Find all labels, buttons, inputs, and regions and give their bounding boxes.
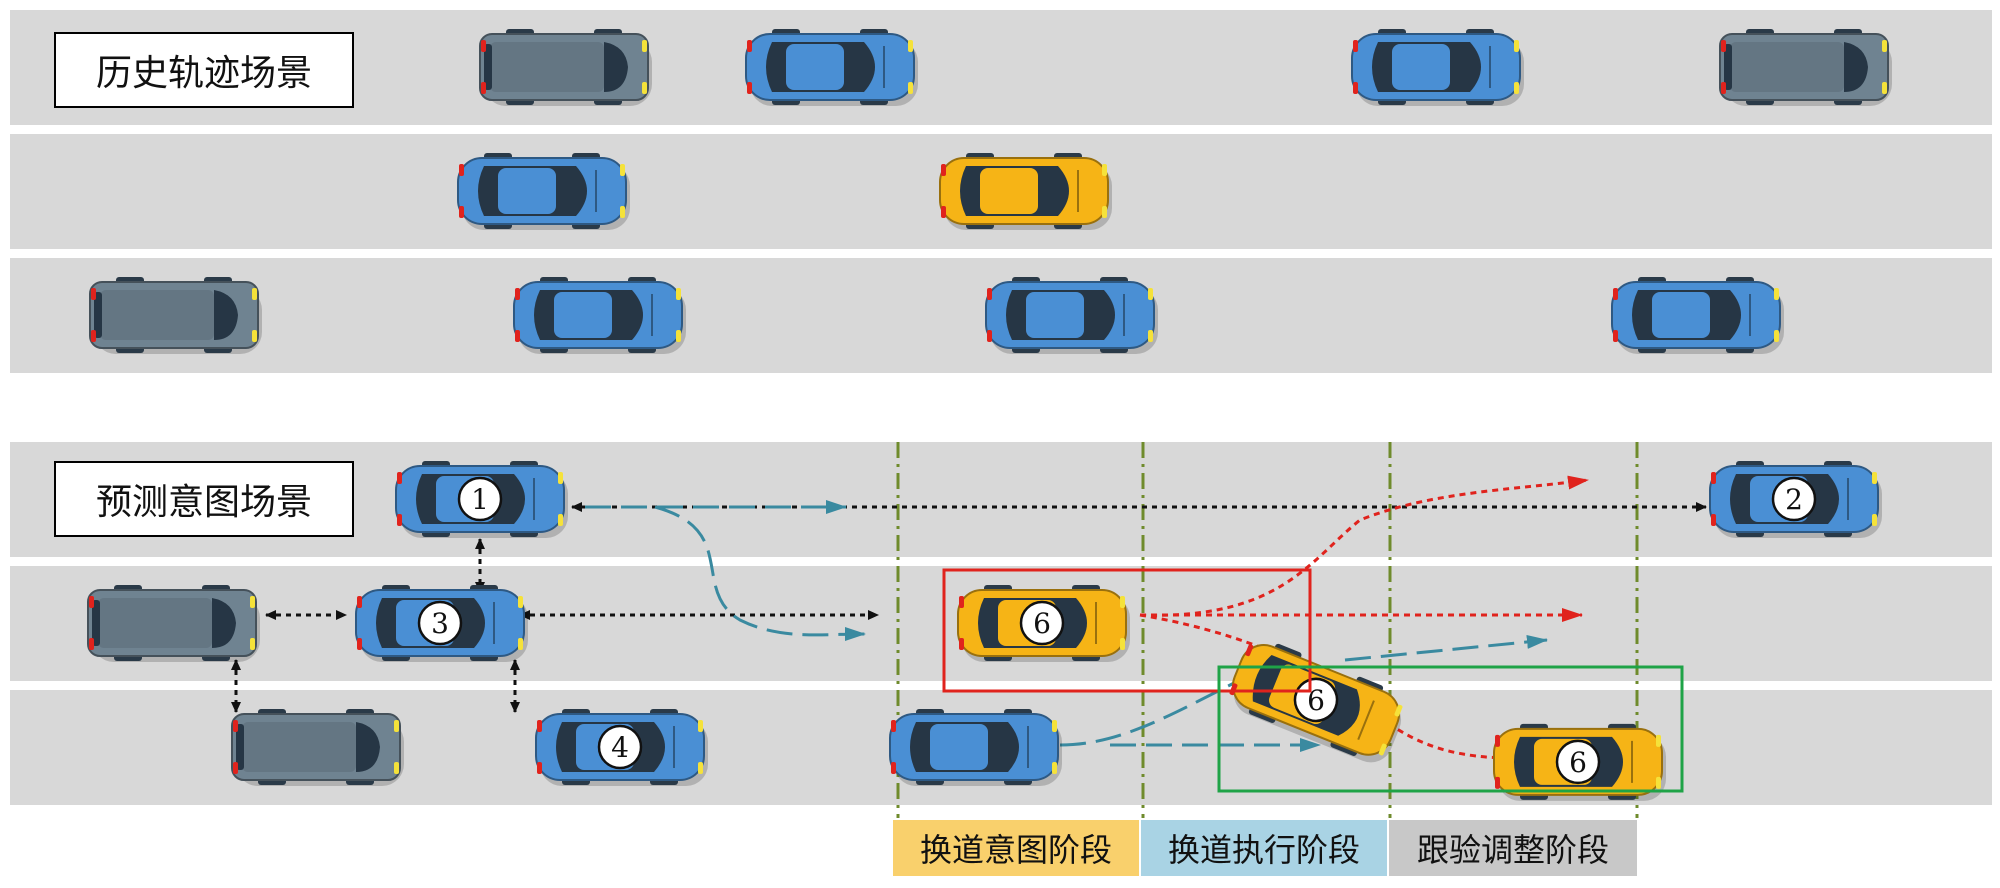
prediction-car-5-vehicle-6: 6 (1229, 643, 1403, 763)
intention-phase-box (942, 568, 1312, 693)
history-car-6 (89, 277, 262, 354)
prediction-car-7-vehicle-4: 4 (535, 709, 708, 786)
prediction-scene-label: 预测意图场景 (54, 461, 354, 537)
vehicle-id-badge: 2 (1771, 476, 1817, 522)
stage-adjustment: 跟验调整阶段 (1389, 820, 1637, 876)
car1-change-trajectory (654, 505, 866, 642)
prediction-car-1-vehicle-2: 2 (1709, 461, 1882, 538)
history-car-3 (1719, 29, 1892, 106)
prediction-car-3-vehicle-3: 3 (355, 585, 528, 662)
car5-change-trajectory (1059, 678, 1241, 747)
ego-predicted-paths (1139, 475, 1589, 760)
teal-trajectories (585, 500, 1548, 752)
history-car-7 (513, 277, 686, 354)
stage-intention: 换道意图阶段 (893, 820, 1139, 876)
prediction-car-2 (87, 585, 260, 662)
vehicle-id-badge: 6 (1293, 677, 1339, 723)
history-scene-label: 历史轨迹场景 (54, 32, 354, 108)
vehicle-id-number: 4 (611, 731, 629, 764)
prediction-car-8 (889, 709, 1062, 786)
execution-phase-box (1217, 665, 1684, 793)
interaction-arrows (231, 502, 1707, 713)
history-car-1 (745, 29, 918, 106)
ego-path-left (1139, 475, 1589, 617)
car6-keep-trajectory (1344, 635, 1548, 662)
history-car-4 (457, 153, 630, 230)
prediction-car-9-vehicle-6: 6 (1493, 723, 1666, 801)
vehicle-id-badge: 4 (597, 724, 643, 770)
history-car-8 (985, 277, 1158, 354)
vehicle-id-number: 6 (1307, 684, 1325, 717)
history-car-2 (1351, 29, 1524, 106)
vehicle-id-number: 2 (1785, 483, 1803, 516)
vehicle-id-number: 1 (471, 483, 489, 516)
prediction-car-6 (231, 709, 404, 786)
vehicle-id-number: 6 (1033, 607, 1051, 640)
history-car-9 (1611, 277, 1784, 354)
vehicle-id-badge: 1 (457, 476, 503, 522)
vehicle-id-badge: 6 (1019, 600, 1065, 646)
vehicle-id-badge: 6 (1555, 739, 1601, 785)
prediction-car-4-vehicle-6: 6 (957, 585, 1130, 662)
history-car-5 (939, 153, 1112, 230)
history-car-0 (479, 29, 652, 106)
vehicle-id-number: 3 (431, 607, 449, 640)
prediction-car-0-vehicle-1: 1 (395, 461, 568, 538)
stage-execution: 换道执行阶段 (1141, 820, 1387, 876)
vehicle-id-badge: 3 (417, 600, 463, 646)
ego-path-right (1139, 613, 1506, 760)
history-cars (89, 29, 1892, 354)
prediction-cars: 1 2 3 6 6 4 6 (87, 461, 1882, 801)
vehicle-id-number: 6 (1569, 746, 1587, 779)
